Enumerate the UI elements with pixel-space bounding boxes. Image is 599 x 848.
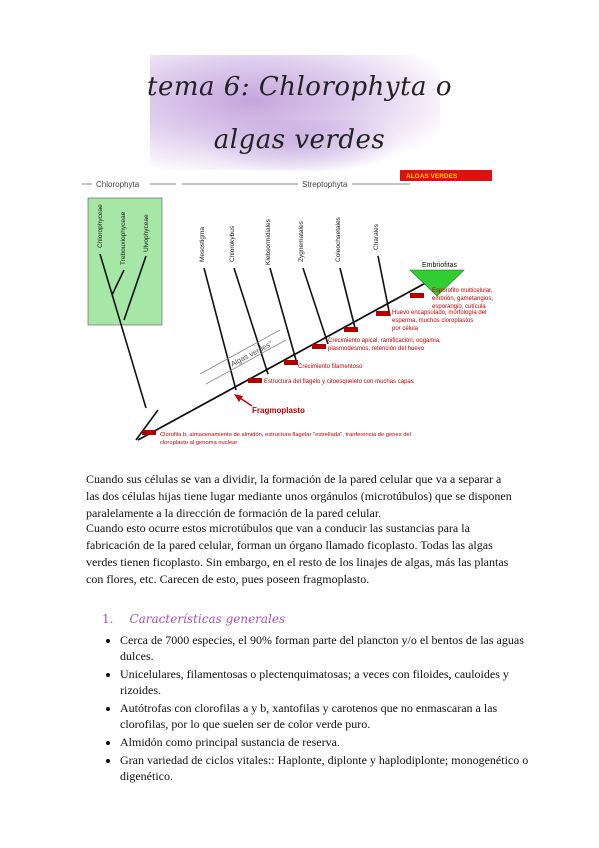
embriofitas-triangle (409, 269, 465, 297)
trait-4-line-1: Crecimiento apical, ramificación, oogami… (328, 338, 441, 344)
taxon-ulvophyceae: Ulvophyceae (143, 214, 150, 252)
trait-6-line-1: Esporofito multicelular, (432, 288, 493, 294)
paragraph-ficoplasto: Cuando esto ocurre estos microtúbulos qu… (86, 521, 509, 586)
paragraph-division: Cuando sus células se van a dividir, la … (86, 472, 512, 520)
trait-6-line-2: embrión, gametangios, (432, 296, 493, 302)
chlorophyta-label: Chlorophyta (96, 180, 140, 189)
watercolor-wash-lower (200, 120, 400, 175)
fragmoplasto-label: Fragmoplasto (252, 406, 305, 415)
section-number: 1. (102, 612, 114, 626)
trait-6-line-3: esporangio, cutícula (432, 304, 486, 310)
taxon-chlorokybus: Chlorokybus (229, 225, 236, 262)
trait-1-line-2: cloroplasto al genoma nuclear (160, 440, 237, 446)
list-item: Autótrofas con clorofilas a y b, xantofi… (120, 700, 540, 732)
taxon-charales: Charales (373, 223, 380, 250)
trait-1-line-1: Clorofila b, almacenamiento de almidón, … (160, 432, 411, 438)
page-title-line-2: algas verdes (213, 125, 386, 155)
trait-5-line-1: Huevo encapsulado, morfología del (392, 310, 486, 316)
list-item: Almidón como principal sustancia de rese… (120, 734, 540, 750)
taxon-coleochaetales: Coleochaetales (335, 216, 342, 262)
page-title-line-1: tema 6: Chlorophyta o (147, 72, 452, 102)
taxon-klebsormidiales: Klebsormidiales (265, 218, 272, 265)
trait-5-line-2: esperma, muchos cloroplastos (392, 318, 473, 324)
trait-2: Estructura del flagelo y citoesqueleto c… (264, 379, 414, 385)
taxon-mesostigma: Mesostigma (199, 227, 206, 262)
trait-3: Crecimiento filamentoso (298, 364, 363, 370)
embriofitas-label: Embriofitas (422, 262, 458, 269)
section-heading: 1. Características generales (102, 612, 285, 626)
trait-5-line-3: por célula (392, 326, 419, 332)
trait-4-line-2: plasmodesmos, retención del huevo (328, 346, 425, 352)
phylogeny-diagram: Chlorophyta Streptophyta ALGAS VERDES Ch… (80, 170, 500, 460)
algas-verdes-box-label: ALGAS VERDES (406, 173, 458, 180)
taxon-trebouxiophyceae: Trebouxiophyceae (120, 211, 127, 265)
characteristics-list: Cerca de 7000 especies, el 90% forman pa… (96, 632, 540, 786)
section-title: Características generales (129, 612, 286, 626)
taxon-zygnematales: Zygnematales (298, 220, 305, 262)
algas-verdes-axis-label: "Algas verdes" (227, 339, 275, 370)
chlorophyta-box (87, 197, 163, 326)
streptophyta-label: Streptophyta (302, 180, 348, 189)
list-item: Unicelulares, filamentosas o plectenquim… (120, 666, 540, 698)
list-item: Cerca de 7000 especies, el 90% forman pa… (120, 632, 540, 664)
list-item: Gran variedad de ciclos vitales:: Haplon… (120, 752, 540, 784)
taxon-chlorophyceae: Chlorophyceae (97, 204, 104, 248)
